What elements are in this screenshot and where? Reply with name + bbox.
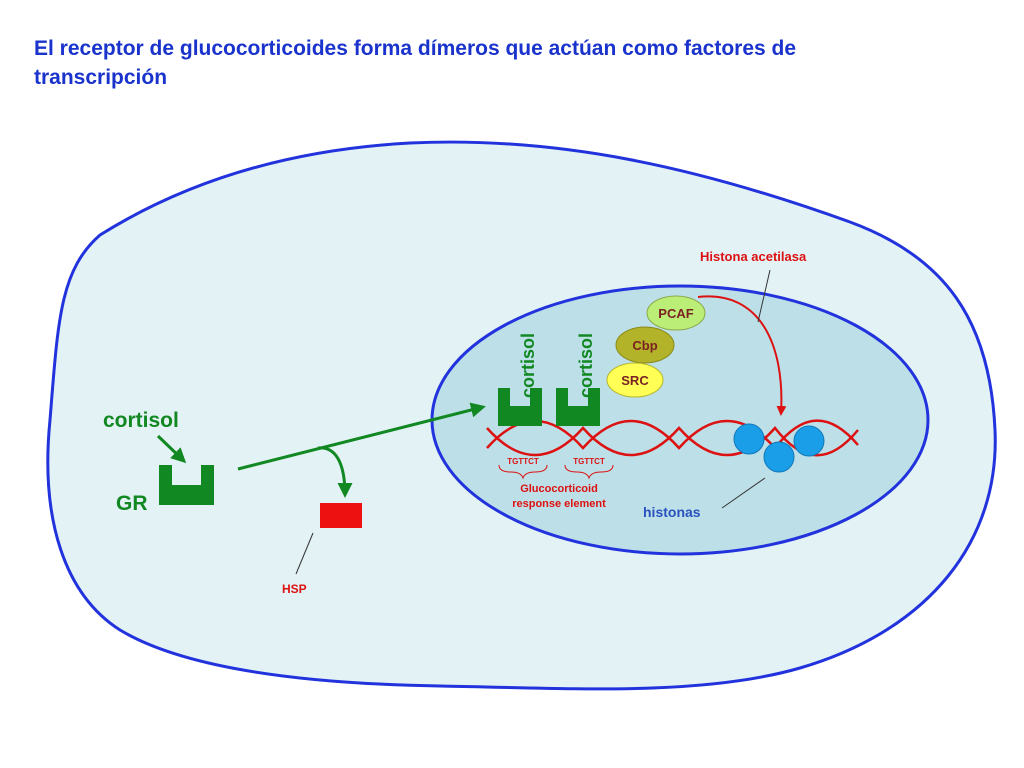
hsp-label: HSP (282, 582, 307, 596)
histona-acetilasa-label: Histona acetilasa (700, 249, 807, 264)
histonas-label: histonas (643, 504, 701, 520)
gre-brace-1 (498, 464, 548, 480)
gre-label-line1: Glucocorticoid (520, 483, 598, 495)
cbp-coactivator (615, 326, 675, 364)
hsp-release-arrow (317, 446, 353, 498)
cbp-label: Cbp (632, 338, 657, 353)
dna-strand-a (486, 419, 859, 450)
tgttct-label-1: TGTTCT (507, 457, 539, 466)
histona-acetilasa-arrow (697, 295, 787, 416)
histone-1 (733, 423, 765, 455)
nuclear-translocation-arrow (237, 402, 486, 471)
hsp-leader-line (295, 532, 314, 575)
cortisol-bound-label-1: cortisol (518, 333, 538, 398)
cortisol-bound-label-2: cortisol (576, 333, 596, 398)
histona-acetilasa-leader-line (757, 269, 771, 323)
src-coactivator (606, 362, 664, 398)
pcaf-coactivator (646, 295, 706, 331)
src-label: SRC (621, 373, 649, 388)
histonas-leader-line (721, 477, 766, 509)
gr-label: GR (116, 492, 148, 515)
tgttct-label-2: TGTTCT (573, 457, 605, 466)
gr-dimer-right (556, 388, 600, 426)
gre-label-line2: response element (512, 498, 606, 510)
gr-receptor (159, 465, 214, 505)
pcaf-label: PCAF (658, 306, 693, 321)
histone-2 (793, 425, 825, 457)
gr-dimer-left (498, 388, 542, 426)
cortisol-binding-arrow (156, 434, 187, 464)
gre-brace-2 (564, 464, 614, 480)
cortisol-outer-label: cortisol (103, 409, 179, 432)
hsp-block (320, 503, 362, 528)
slide-title: El receptor de glucocorticoides forma dí… (34, 37, 797, 89)
histone-3 (763, 441, 795, 473)
